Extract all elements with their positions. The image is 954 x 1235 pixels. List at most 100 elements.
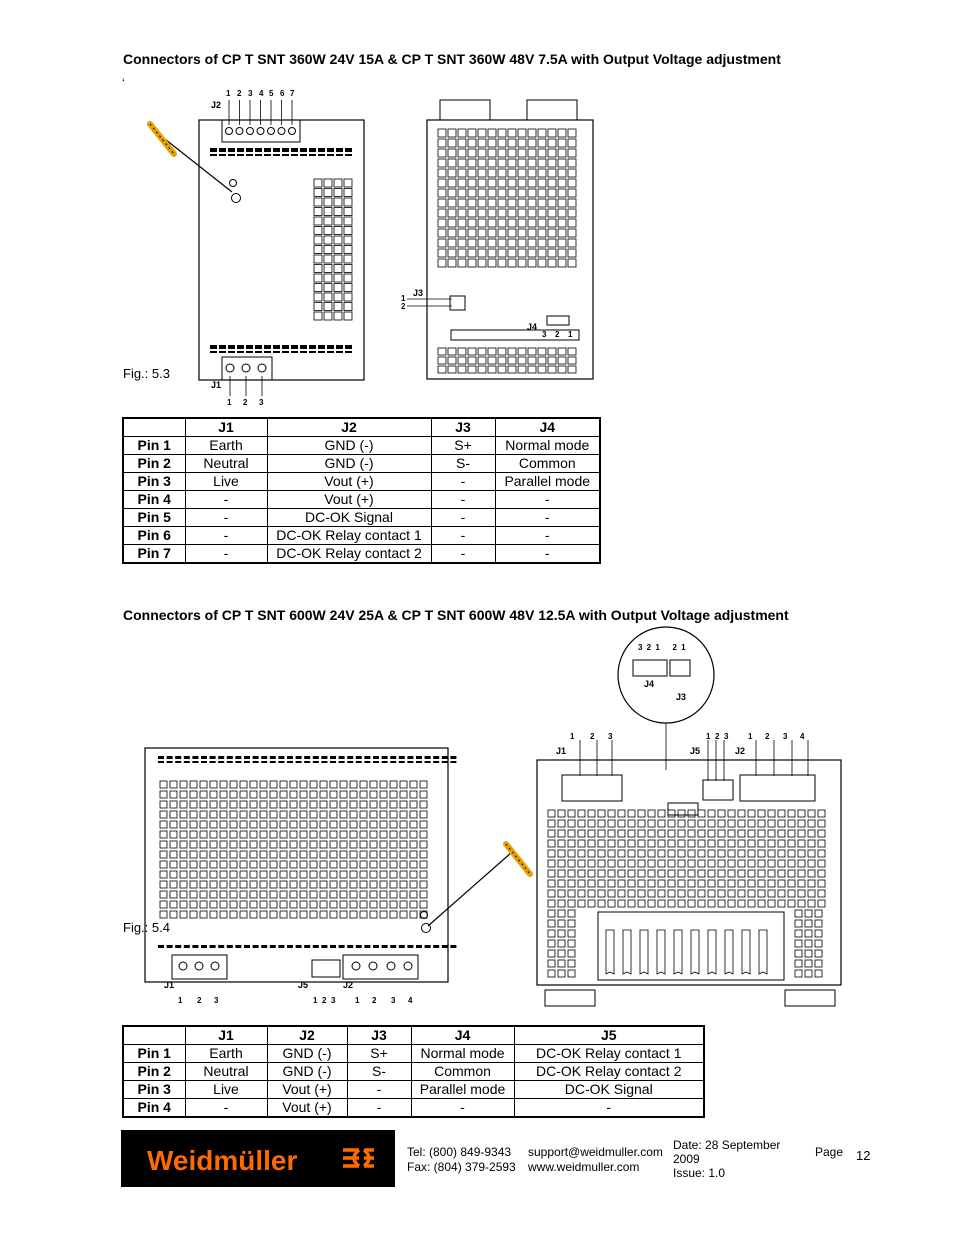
left-front-housing <box>144 747 449 983</box>
j4-label: J4 <box>527 322 538 332</box>
heatsink-fin <box>707 929 717 975</box>
logo-mark-icon <box>343 1148 374 1168</box>
screwdriver-stripes <box>149 123 175 155</box>
section2-table-header-cell: J3 <box>346 1025 412 1045</box>
left-top-vents <box>158 756 457 759</box>
j4-pin-number: 2 <box>555 330 560 339</box>
table-row: Pin 5-DC-OK Signal-- <box>122 508 601 527</box>
table-cell: DC-OK Relay contact 1 <box>266 526 432 545</box>
pin-number: 1 <box>355 996 360 1005</box>
screwdriver-stripes <box>505 843 531 875</box>
section2-table-header-cell: J5 <box>513 1025 705 1045</box>
footer-fax: Fax: (804) 379-2593 <box>407 1160 516 1174</box>
j2-pin-number: 6 <box>280 89 285 98</box>
right-j2-label: J2 <box>735 746 746 756</box>
front-top-vents-2 <box>210 154 352 156</box>
left-j5-terminal-block <box>311 959 341 978</box>
j1-pin-number: 2 <box>243 398 248 407</box>
j2-pin-number: 4 <box>259 89 264 98</box>
j2-pin-number: 1 <box>226 89 231 98</box>
footer-phone: Tel: (800) 849-9343 <box>407 1145 512 1159</box>
section2-table-header-cell: J1 <box>184 1025 268 1045</box>
table-cell: Common <box>494 454 601 473</box>
left-j1-screw <box>178 961 188 971</box>
right-j1-terminal-block <box>561 774 623 802</box>
stray-mark: ‘ <box>122 76 125 90</box>
pin-number: 1 <box>178 996 183 1005</box>
pin-number: 2 <box>590 732 595 741</box>
right-j2-terminal-block <box>739 774 816 802</box>
row-header-cell: Pin 3 <box>122 1080 186 1099</box>
heatsink-fin <box>673 929 683 975</box>
fig-5-3-label: Fig.: 5.3 <box>123 366 170 381</box>
table-cell: Common <box>410 1062 515 1081</box>
pin-number: 2 <box>765 732 770 741</box>
j2-label: J2 <box>211 100 222 110</box>
table-cell: DC-OK Relay contact 2 <box>266 544 432 564</box>
side-housing <box>426 119 594 380</box>
pin-number: 3 <box>608 732 613 741</box>
left-j2-screw <box>403 961 413 971</box>
pin-number: 4 <box>408 996 413 1005</box>
j2-terminal-screw <box>256 127 265 135</box>
left-j5-label: J5 <box>298 980 309 990</box>
table-row: Pin 4-Vout (+)--- <box>122 1098 705 1118</box>
table-cell: DC-OK Relay contact 2 <box>513 1062 705 1081</box>
table-row: Pin 4-Vout (+)-- <box>122 490 601 509</box>
front-bottom-vents-2 <box>210 351 352 353</box>
right-j4-j3-connector <box>667 802 699 816</box>
left-j1-screw <box>210 961 220 971</box>
table-cell: - <box>430 544 496 564</box>
footer-website[interactable]: www.weidmuller.com <box>528 1160 640 1174</box>
front-bottom-vents <box>210 345 352 349</box>
heatsink-fin <box>741 929 751 975</box>
footer-date: Date: 28 September <box>673 1138 781 1152</box>
j2-pin-number: 5 <box>269 89 274 98</box>
j2-pin-number: 3 <box>248 89 253 98</box>
detail-magnifier-circle <box>617 626 715 724</box>
table-cell: - <box>184 1098 268 1118</box>
table-cell: - <box>410 1098 515 1118</box>
j2-terminal-screw <box>267 127 275 135</box>
left-vent-grid <box>159 780 428 919</box>
j1-terminal-screw <box>257 363 267 373</box>
j1-terminal-screw <box>225 363 235 373</box>
footer-issue: Issue: 1.0 <box>673 1166 726 1180</box>
j2-terminal-screw <box>288 127 296 135</box>
side-din-clip-right <box>526 99 578 121</box>
footer-email[interactable]: support@weidmuller.com <box>528 1145 663 1159</box>
left-j2-screw <box>351 961 361 971</box>
detail-j3-connector <box>669 659 691 677</box>
left-j1-label: J1 <box>164 980 175 990</box>
row-header-cell: Pin 2 <box>122 1062 186 1081</box>
left-j1-screw <box>194 961 204 971</box>
row-header-cell: Pin 4 <box>122 1098 186 1118</box>
row-header-cell: Pin 3 <box>122 472 186 491</box>
table-row: Pin 7-DC-OK Relay contact 2-- <box>122 544 601 564</box>
table-cell: Vout (+) <box>266 490 432 509</box>
pin-number: 4 <box>800 732 805 741</box>
pointer-line <box>427 851 513 927</box>
table-cell: S+ <box>346 1044 412 1063</box>
table-cell: Parallel mode <box>494 472 601 491</box>
detail-j4-connector <box>632 659 668 677</box>
pin-number: 2 <box>715 732 720 741</box>
table-cell: GND (-) <box>266 1044 348 1063</box>
j2-terminal-screw <box>277 127 286 135</box>
table-cell: Earth <box>184 436 268 455</box>
left-j2-label: J2 <box>343 980 354 990</box>
heatsink-fin <box>639 929 649 975</box>
pin-number: 3 <box>214 996 219 1005</box>
j1-pin-number: 3 <box>259 398 264 407</box>
heatsink-fin <box>758 929 768 975</box>
heatsink-fin <box>656 929 666 975</box>
footer-page-number: 12 <box>856 1148 871 1163</box>
left-bottom-vents <box>158 945 457 948</box>
section2-table-header-cell <box>122 1025 186 1045</box>
section2-table-header-cell: J4 <box>410 1025 515 1045</box>
